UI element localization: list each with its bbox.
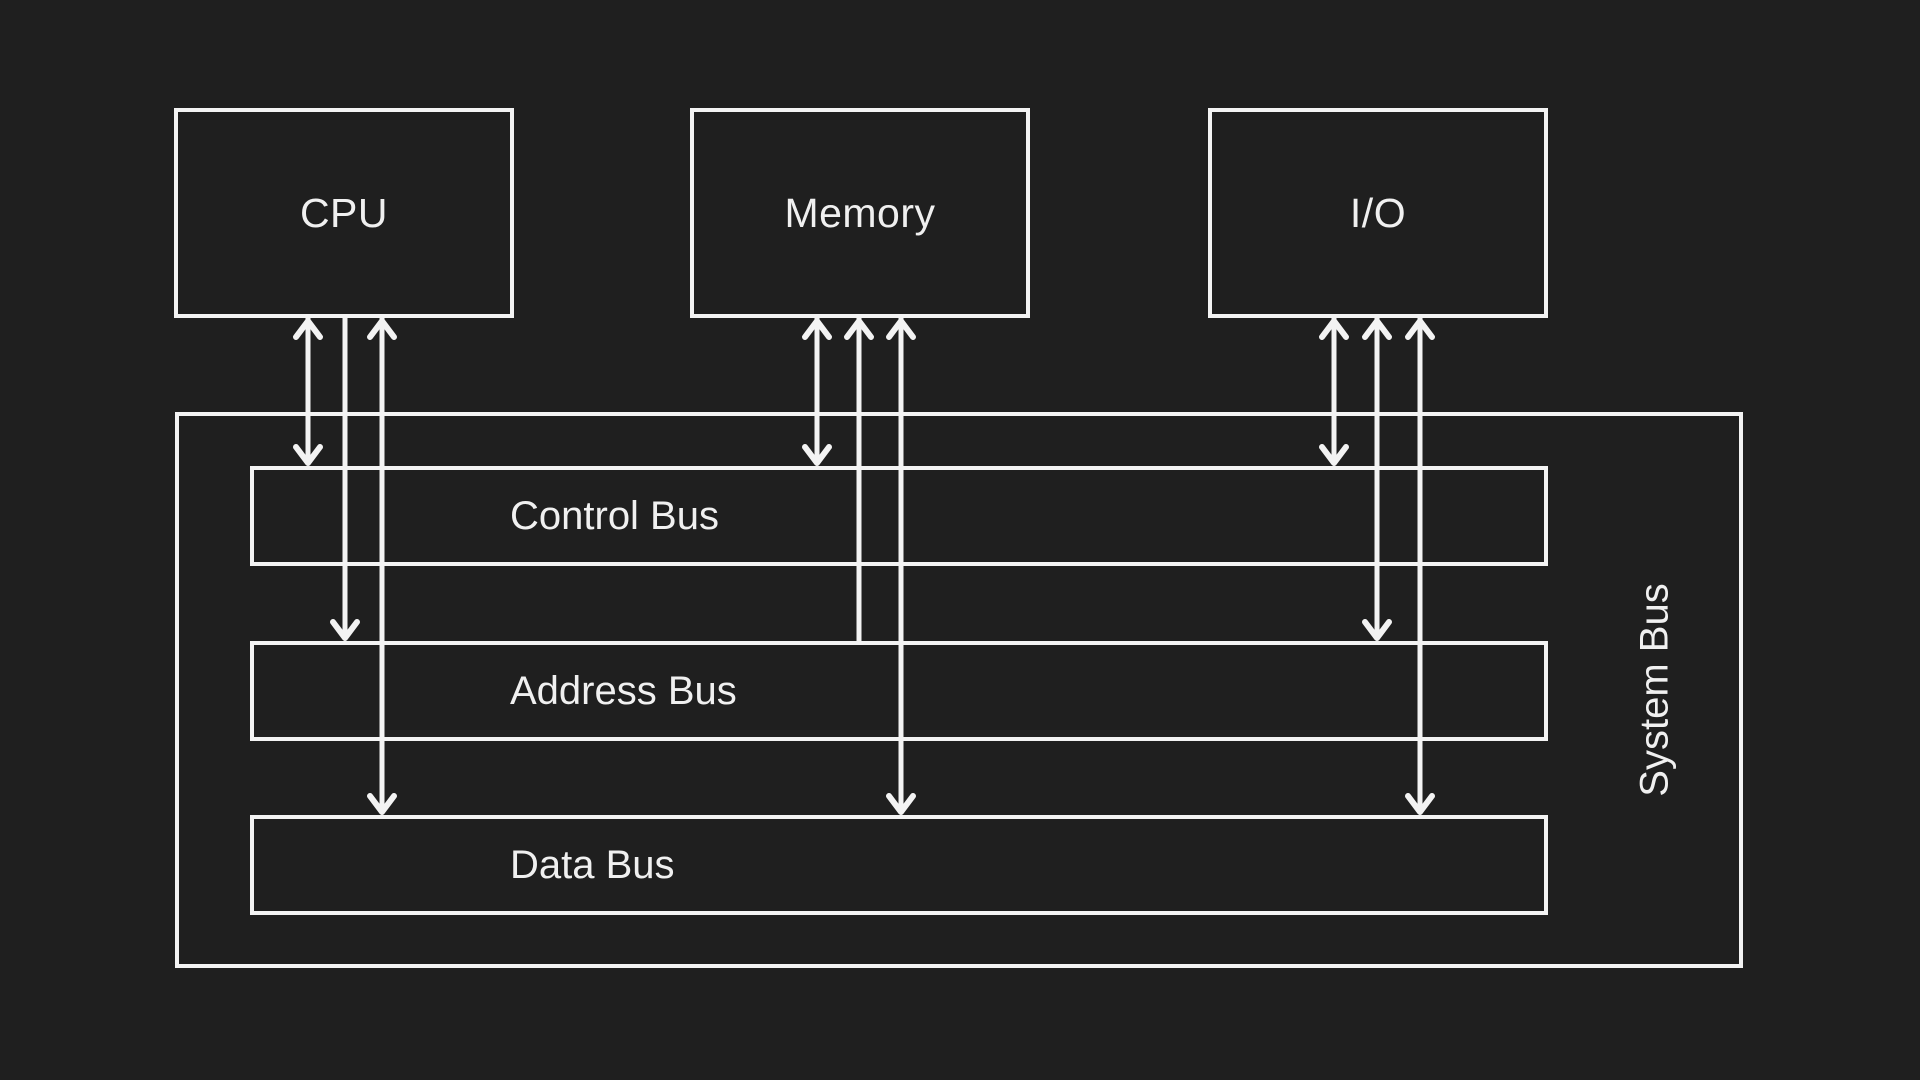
- cpu-to-control-bus-arrow: [293, 318, 323, 466]
- memory-label: Memory: [784, 189, 936, 236]
- cpu-box: CPU: [174, 108, 514, 318]
- data-bus-box: [250, 815, 1548, 915]
- address-bus-to-memory-arrow: [844, 318, 874, 643]
- memory-to-data-bus-arrow: [886, 318, 916, 815]
- data-bus-label: Data Bus: [510, 843, 675, 887]
- address-bus-label: Address Bus: [510, 669, 737, 713]
- io-label: I/O: [1349, 189, 1407, 236]
- memory-to-control-bus-arrow: [802, 318, 832, 466]
- io-to-control-bus-arrow: [1319, 318, 1349, 466]
- cpu-to-address-bus-arrow: [330, 318, 360, 641]
- system-bus-box: [175, 412, 1743, 968]
- io-to-data-bus-arrow: [1405, 318, 1435, 815]
- io-box: I/O: [1208, 108, 1548, 318]
- cpu-label: CPU: [299, 189, 389, 236]
- control-bus-label: Control Bus: [510, 494, 719, 538]
- cpu-to-data-bus-arrow: [367, 318, 397, 815]
- memory-box: Memory: [690, 108, 1030, 318]
- io-to-address-bus-arrow: [1362, 318, 1392, 641]
